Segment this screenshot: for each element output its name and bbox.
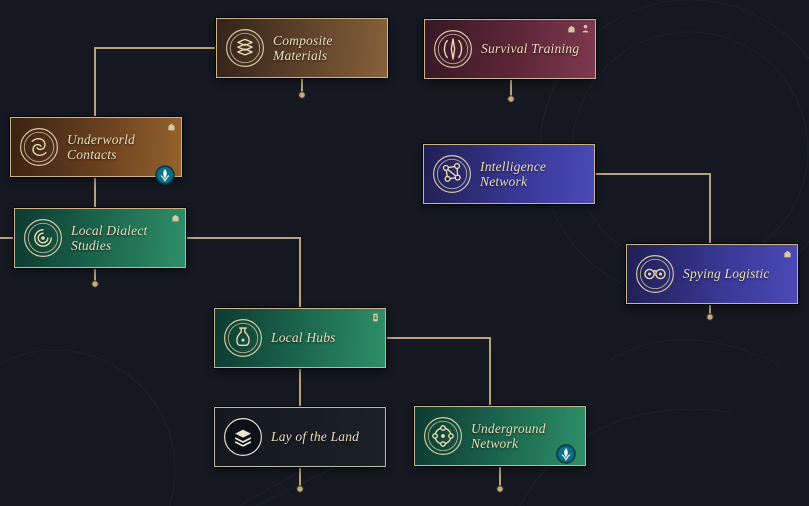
building-icon <box>172 214 179 222</box>
person-icon <box>582 24 589 33</box>
tech-node-title: Lay of the Land <box>271 429 360 445</box>
tech-node-title: Spying Logistic <box>683 266 770 282</box>
requirement-badges <box>370 312 381 323</box>
tech-node-title: Intelligence Network <box>480 158 547 189</box>
tech-node-title: Underground Network <box>471 420 546 451</box>
tech-node-title: Local Dialect Studies <box>71 222 148 253</box>
network-nodes-icon <box>431 153 473 195</box>
swirl-knot-icon <box>18 126 60 168</box>
connector-pegs <box>91 91 714 493</box>
tech-node-composite-materials[interactable]: Composite Materials <box>216 18 388 78</box>
tech-node-local-hubs[interactable]: Local Hubs <box>214 308 386 368</box>
blade-icon <box>432 28 474 70</box>
building-icon <box>568 25 575 33</box>
teal-bonus-badge-icon <box>556 444 576 464</box>
edge-dialect-hubs <box>186 237 301 308</box>
tech-node-spying-logistic[interactable]: Spying Logistic <box>626 244 798 304</box>
edge-composite-underworld <box>94 47 216 117</box>
tunnel-wheel-icon <box>422 415 464 457</box>
tech-node-title: Underworld Contacts <box>67 131 136 162</box>
tech-node-survival-training[interactable]: Survival Training <box>424 19 596 79</box>
requirement-badges <box>782 248 793 259</box>
edge-hubs-underground <box>386 337 491 406</box>
tech-node-underworld-contacts[interactable]: Underworld Contacts <box>10 117 182 185</box>
tech-node-intelligence-network[interactable]: Intelligence Network <box>423 144 595 204</box>
tech-node-local-dialect-studies[interactable]: Local Dialect Studies <box>14 208 186 268</box>
building-icon <box>168 123 175 131</box>
tech-node-title: Survival Training <box>481 41 580 57</box>
map-layers-icon <box>222 416 264 458</box>
tech-node-title: Composite Materials <box>273 32 333 63</box>
tech-node-underground-network[interactable]: Underground Network <box>414 406 586 466</box>
flask-icon <box>222 317 264 359</box>
teal-bonus-badge-icon <box>155 165 175 185</box>
edge-intelligence-spying <box>595 173 711 244</box>
spiral-icon <box>22 217 64 259</box>
requirement-badges <box>166 121 177 132</box>
stacked-materials-icon <box>224 27 266 69</box>
document-icon <box>373 313 378 322</box>
tech-node-lay-of-the-land[interactable]: Lay of the Land <box>214 407 386 467</box>
building-icon <box>784 250 791 258</box>
requirement-badges <box>566 23 591 34</box>
goggles-icon <box>634 253 676 295</box>
tech-node-title: Local Hubs <box>271 330 336 346</box>
requirement-badges <box>170 212 181 223</box>
